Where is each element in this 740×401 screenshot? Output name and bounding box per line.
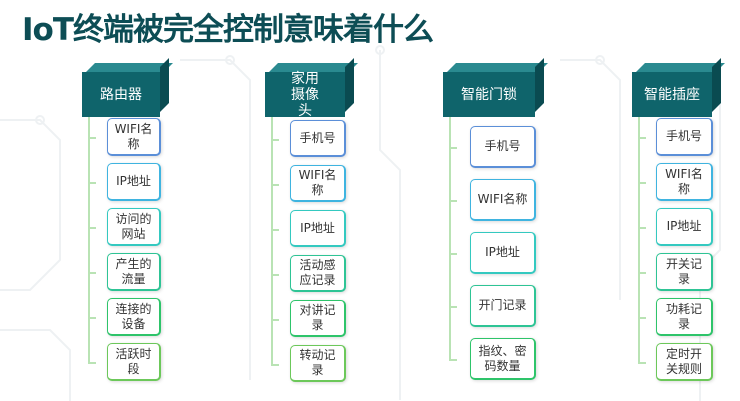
data-item: 活动感应记录 — [290, 255, 346, 292]
page-title: IoT终端被完全控制意味着什么 — [22, 12, 434, 48]
connector-tick — [638, 272, 646, 274]
device-name: 智能插座 — [644, 86, 700, 103]
data-item: WIFI名称 — [656, 163, 713, 201]
device-header: 智能插座 — [632, 58, 725, 117]
data-item: 指纹、密码数量 — [470, 338, 536, 380]
data-item: WIFI名称 — [290, 165, 346, 202]
data-item: 访问的网站 — [107, 208, 161, 246]
connector-tick — [88, 182, 96, 184]
connector-tick — [638, 317, 646, 319]
data-item: IP地址 — [470, 232, 536, 274]
connector-tick — [449, 306, 457, 308]
connector-tick — [271, 138, 279, 141]
connector-line — [271, 117, 273, 364]
connector-tick — [271, 363, 279, 366]
data-item: WIFI名称 — [107, 118, 161, 156]
data-item: 定时开关规则 — [656, 343, 713, 381]
connector-tick — [638, 227, 646, 229]
connector-tick — [449, 253, 457, 255]
data-item: 开门记录 — [470, 285, 536, 327]
data-item: 手机号 — [656, 118, 713, 156]
device-header: 家用摄像头 — [265, 58, 358, 119]
connector-tick — [449, 200, 457, 202]
connector-tick — [271, 228, 279, 231]
connector-tick — [271, 183, 279, 186]
data-item: 活跃时段 — [107, 343, 161, 381]
device-name: 智能门锁 — [461, 86, 517, 103]
connector-tick — [271, 318, 279, 321]
connector-tick — [88, 137, 96, 139]
connector-tick — [638, 362, 646, 364]
connector-tick — [271, 273, 279, 276]
connector-tick — [638, 182, 646, 184]
data-item: IP地址 — [290, 210, 346, 247]
connector-line — [638, 117, 640, 362]
connector-line — [449, 117, 451, 359]
data-item: WIFI名称 — [470, 179, 536, 221]
connector-tick — [638, 137, 646, 139]
device-header: 路由器 — [82, 58, 173, 117]
data-item: 对讲记录 — [290, 300, 346, 337]
data-item: 功耗记录 — [656, 298, 713, 336]
data-item: 连接的设备 — [107, 298, 161, 336]
connector-tick — [88, 227, 96, 229]
data-item: IP地址 — [656, 208, 713, 246]
device-header: 智能门锁 — [443, 58, 548, 117]
connector-tick — [88, 317, 96, 319]
connector-tick — [449, 147, 457, 149]
connector-line — [88, 117, 90, 362]
data-item: 手机号 — [470, 126, 536, 168]
data-item: 开关记录 — [656, 253, 713, 291]
connector-tick — [88, 272, 96, 274]
data-item: 产生的流量 — [107, 253, 161, 291]
connector-tick — [449, 359, 457, 361]
device-name: 路由器 — [100, 86, 142, 103]
data-item: IP地址 — [107, 163, 161, 201]
data-item: 转动记录 — [290, 345, 346, 382]
device-name: 家用摄像头 — [291, 70, 319, 119]
data-item: 手机号 — [290, 120, 346, 157]
connector-tick — [88, 362, 96, 364]
